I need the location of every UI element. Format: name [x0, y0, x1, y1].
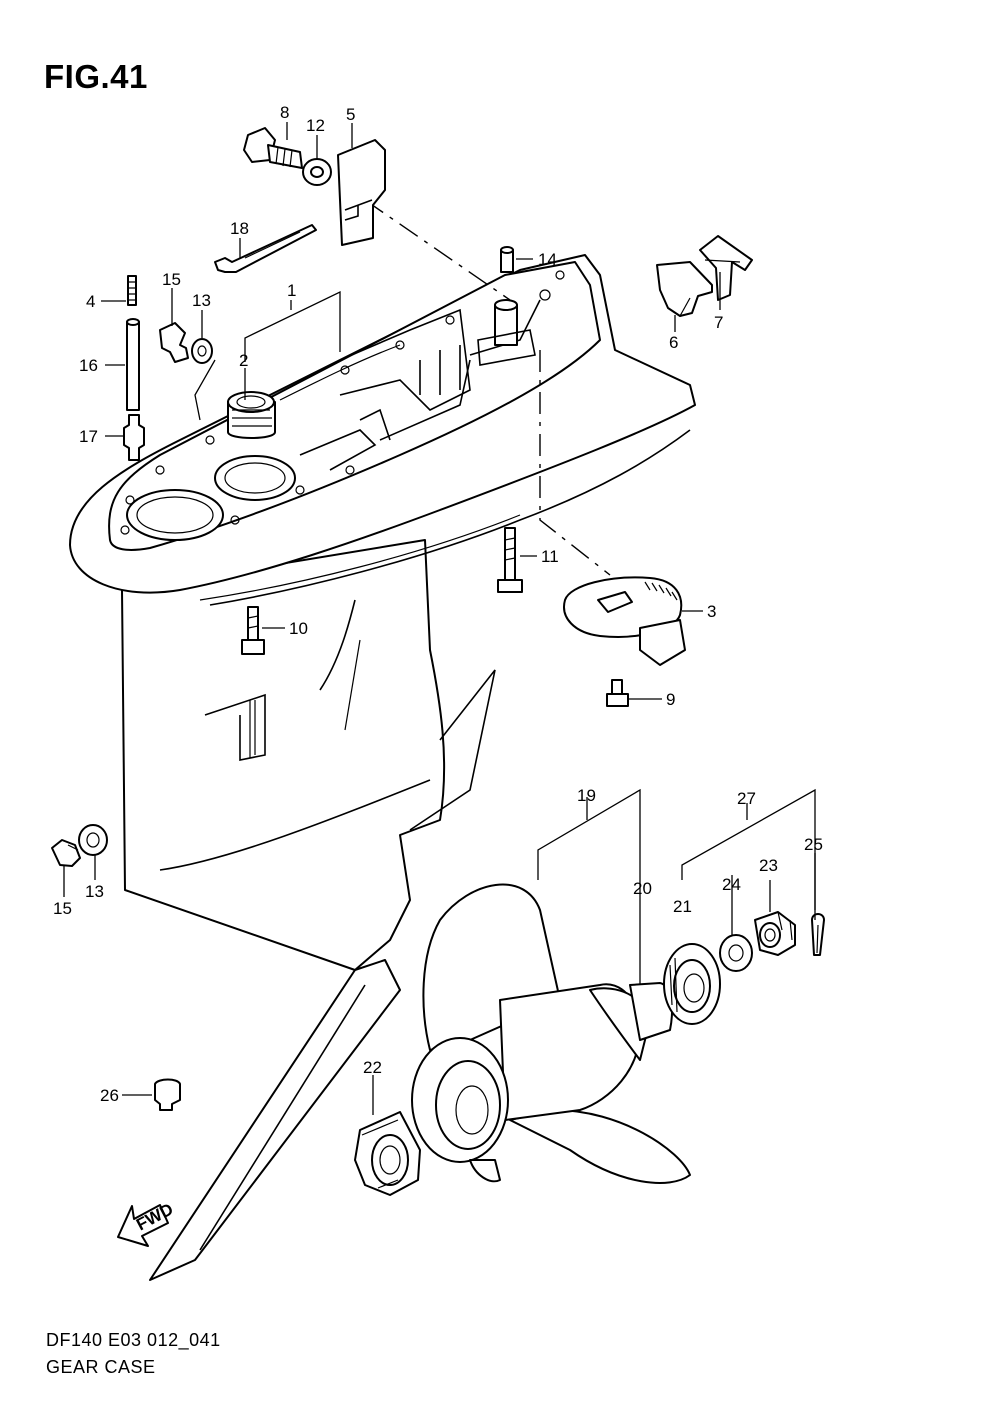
part-18-clip [214, 224, 317, 273]
callout-23: 23 [759, 856, 778, 875]
part-20-propeller [411, 883, 691, 1184]
callout-25: 25 [804, 835, 823, 854]
part-4-stud [127, 275, 137, 306]
callout-27: 27 [737, 789, 756, 808]
callout-9: 9 [666, 690, 675, 709]
callout-11: 11 [541, 547, 559, 566]
callout-7: 7 [714, 313, 723, 332]
callout-18: 18 [230, 219, 249, 238]
part-17-joint [123, 414, 145, 461]
callout-15-upper: 15 [162, 270, 181, 289]
callout-8: 8 [280, 103, 289, 122]
callout-17: 17 [79, 427, 98, 446]
alignment-line-3 [539, 350, 611, 576]
fwd-arrow-icon: FWD [117, 1200, 176, 1247]
callout-24: 24 [722, 875, 741, 894]
callout-3: 3 [707, 602, 716, 621]
part-16-water-pipe [126, 318, 140, 411]
callout-22: 22 [363, 1058, 382, 1077]
callout-19: 19 [577, 786, 596, 805]
part-24-washer [719, 934, 753, 972]
callout-1: 1 [287, 281, 296, 300]
part-13-gasket-lower [78, 824, 108, 856]
part-12-washer [302, 158, 332, 186]
part-8-bolt [243, 127, 303, 169]
part-23-nut [754, 911, 796, 956]
callout-13-upper: 13 [192, 291, 211, 310]
callout-labels: 8 12 5 18 14 1 15 13 4 2 16 17 6 7 11 3 … [53, 103, 823, 1105]
callout-4: 4 [86, 292, 95, 311]
callout-2: 2 [239, 351, 248, 370]
gear-case-housing [69, 254, 696, 1281]
figure-title: FIG.41 [44, 58, 148, 95]
part-14-dowel-pin [500, 246, 514, 273]
part-21-spacer [663, 943, 721, 1025]
part-25-cotter-pin [811, 913, 825, 956]
part-10-bolt [241, 606, 265, 655]
part-11-bolt [497, 527, 523, 593]
part-6-cover [656, 261, 713, 317]
callout-15-lower: 15 [53, 899, 72, 918]
part-15-plug-upper [159, 322, 189, 363]
callout-10: 10 [289, 619, 308, 638]
part-3-trim-tab [563, 576, 686, 666]
callout-16: 16 [79, 356, 98, 375]
callout-14: 14 [538, 250, 557, 269]
part-15-plug-lower [51, 839, 81, 867]
callout-26: 26 [100, 1086, 119, 1105]
leader-lines [63, 122, 816, 1115]
part-26-plug [154, 1078, 181, 1111]
callout-13-lower: 13 [85, 882, 104, 901]
part-13-gasket-upper [191, 338, 213, 364]
callout-5: 5 [346, 105, 355, 124]
part-22-stopper [354, 1111, 421, 1196]
part-9-bolt [606, 679, 629, 707]
part-5-anode [337, 139, 386, 246]
callout-21: 21 [673, 897, 692, 916]
figure-caption: GEAR CASE [46, 1357, 156, 1377]
callout-12: 12 [306, 116, 325, 135]
figure-code: DF140 E03 012_041 [46, 1330, 221, 1350]
callout-20: 20 [633, 879, 652, 898]
callout-6: 6 [669, 333, 678, 352]
alignment-line-5 [364, 199, 511, 301]
part-2-bearing [227, 391, 276, 439]
part-7-bracket [699, 235, 753, 301]
